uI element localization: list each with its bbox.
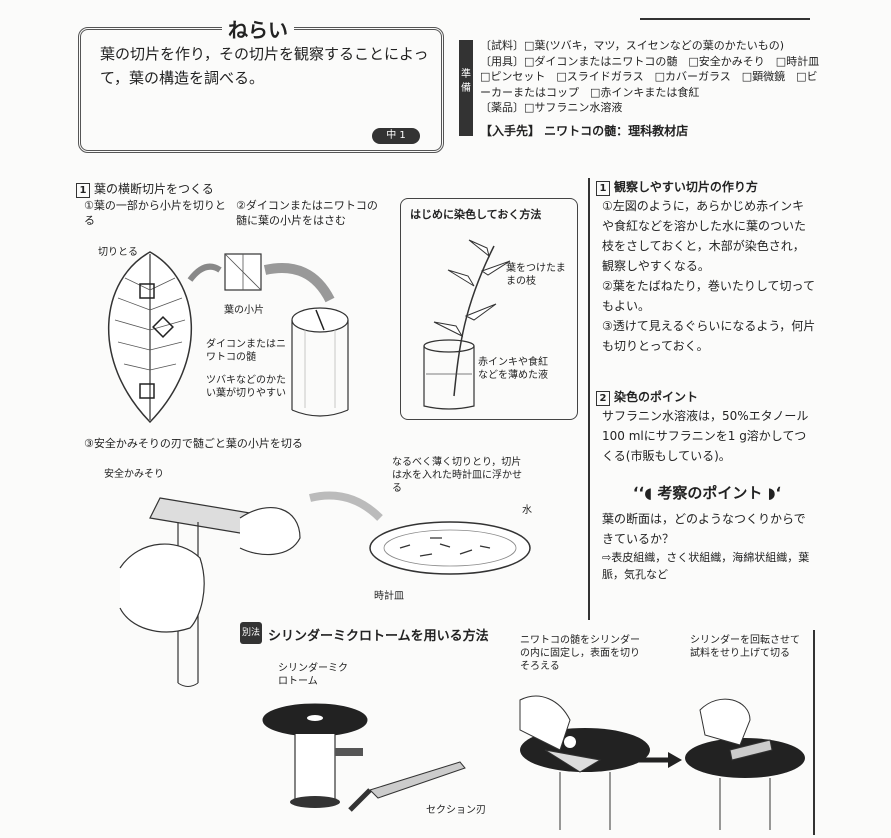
label-rotate: シリンダーを回転させて試料をせり上げて切る <box>690 635 800 659</box>
dye-box-title: はじめに染色しておく方法 <box>410 208 542 221</box>
label-thin-cut: なるべく薄く切りとり，切片は水を入れた時計皿に浮かせる <box>392 457 522 494</box>
dye-point-text: サフラニン水溶液は，50%エタノール100 mlにサフラニンを1 g溶かしてつく… <box>602 409 809 463</box>
dye-illustration <box>423 239 511 410</box>
prep-tools: 〔用具〕□ダイコンまたはニワトコの髄 □安全かみそり □時計皿 □ピンセット □… <box>480 54 831 99</box>
right-item-3: ③透けて見えるぐらいになるよう，何片も切りとっておく。 <box>602 319 816 353</box>
label-blade: セクション刃 <box>426 805 486 816</box>
dye-liquid-label: 赤インキや食紅などを薄めた液 <box>478 357 548 381</box>
label-fix: ニワトコの髄をシリンダーの内に固定し，表面を切りそろえる <box>520 635 640 672</box>
prep-list: 〔試料〕□葉(ツバキ，マツ，スイセンなどの葉のかたいもの) 〔用具〕□ダイコンま… <box>480 38 831 116</box>
cutting-illustration <box>119 491 531 687</box>
right-item-1: ①左図のように，あらかじめ赤インキや食紅などを溶かした水に葉のついた枝をさしてお… <box>602 199 807 273</box>
top-rule <box>640 18 810 20</box>
source-note: 【入手先】 ニワトコの髄：理科教材店 <box>480 124 689 138</box>
section1-number: 1 <box>76 183 90 198</box>
label-water: 水 <box>522 505 532 516</box>
bottom-rule <box>813 630 815 835</box>
alt-title: シリンダーミクロトームを用いる方法 <box>268 629 489 644</box>
label-cut: 切りとる <box>98 247 138 258</box>
step1-label: ①葉の一部から小片を切りとる <box>84 199 226 227</box>
label-hard-leaf: ツバキなどのかたい葉が切りやすい <box>206 375 286 399</box>
label-dish: 時計皿 <box>374 591 404 602</box>
prep-label: 準備 <box>461 69 471 94</box>
aim-title: ねらい <box>222 14 294 43</box>
label-cylinder: シリンダーミクロトーム <box>278 663 348 687</box>
consider-question: 葉の断面は，どのようなつくりからできているか？ <box>602 512 806 546</box>
dye-branch-label: 葉をつけたままの枝 <box>506 263 566 287</box>
step2-label: ②ダイコンまたはニワトコの髄に葉の小片をはさむ <box>236 199 378 227</box>
consider-deco-left: ʻʻ◖ <box>632 484 658 502</box>
grade-badge: 中 1 <box>372 128 420 144</box>
label-piece: 葉の小片 <box>224 305 264 316</box>
right-column-rule <box>588 178 590 620</box>
alt-badge: 別法 <box>240 622 262 644</box>
section1-heading: 1 葉の横断切片をつくる <box>76 180 214 198</box>
microtome-illustration <box>262 695 805 830</box>
label-razor: 安全かみそり <box>104 469 164 480</box>
prep-chemicals: 〔薬品〕□サフラニン水溶液 <box>480 101 623 114</box>
consider-deco-right: ◗ʻ <box>762 484 782 502</box>
consider-answer: ⇨表皮組織，さく状組織，海綿状組織，葉脈，気孔など <box>602 551 810 581</box>
section1-title: 葉の横断切片をつくる <box>94 182 214 196</box>
prep-specimen: 〔試料〕□葉(ツバキ，マツ，スイセンなどの葉のかたいもの) <box>480 39 785 52</box>
step3-label: ③安全かみそりの刃で髄ごと葉の小片を切る <box>84 437 303 450</box>
label-pith: ダイコンまたはニワトコの髄 <box>206 339 286 363</box>
leaf-illustration <box>107 251 349 424</box>
prep-bar <box>459 40 473 136</box>
right-item-2: ②葉をたばねたり，巻いたりして切ってもよい。 <box>602 279 815 313</box>
aim-body: 葉の切片を作り，その切片を観察することによって，葉の構造を調べる。 <box>100 45 429 87</box>
consider-title: ʻʻ◖ 考察のポイント ◗ʻ <box>632 484 782 502</box>
dye-method-box <box>400 198 578 420</box>
